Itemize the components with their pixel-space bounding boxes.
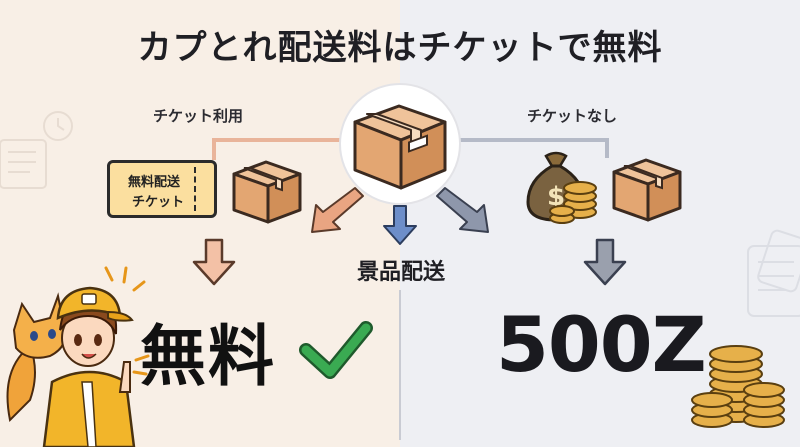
right-down-arrow: [583, 238, 627, 286]
center-package-box-icon: [353, 104, 447, 190]
left-connector-line: [212, 138, 343, 160]
left-package-box-icon: [232, 160, 302, 224]
page-title: カプとれ配送料はチケットで無料: [137, 28, 663, 68]
coin-stack-icon: [691, 345, 785, 428]
no-ticket-label: チケットなし: [527, 107, 618, 125]
ticket-text-line1: 無料配送: [128, 175, 181, 190]
arrow-to-center: [383, 205, 417, 245]
prize-shipping-label: 景品配送: [356, 260, 445, 285]
left-down-arrow: [192, 238, 236, 286]
right-package-box-icon: [612, 158, 682, 222]
price-result-text: 500Z: [496, 300, 707, 389]
free-result-text: 無料: [140, 318, 276, 395]
free-shipping-ticket-icon: 無料配送 チケット: [107, 160, 217, 218]
ticket-used-label: チケット利用: [153, 107, 244, 125]
right-connector-line: [458, 138, 609, 158]
ticket-text-line2: チケット: [132, 195, 185, 210]
small-coin-stack-icon: [549, 181, 597, 224]
faint-clock-icon: [0, 111, 73, 189]
mascot-character: [6, 266, 150, 447]
ticket-perforation: [194, 167, 196, 211]
check-mark-fill: [301, 323, 371, 377]
arrow-to-left: [311, 187, 364, 233]
arrow-to-right: [436, 187, 489, 233]
center-divider: [399, 290, 401, 440]
faint-document-icon: [747, 229, 800, 317]
svg-text:$: $: [547, 182, 565, 212]
